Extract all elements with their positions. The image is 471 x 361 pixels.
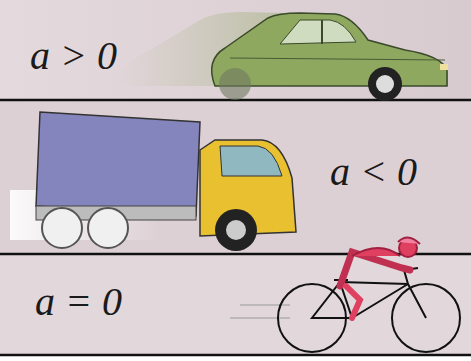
cyclist [230,237,460,352]
acceleration-label: a = 0 [35,282,122,322]
background-band [0,356,471,361]
truck [10,112,296,251]
acceleration-label: a < 0 [330,152,417,192]
car [118,12,448,101]
background-band [0,101,471,253]
acceleration-label: a > 0 [30,36,117,76]
road-line [0,100,471,355]
